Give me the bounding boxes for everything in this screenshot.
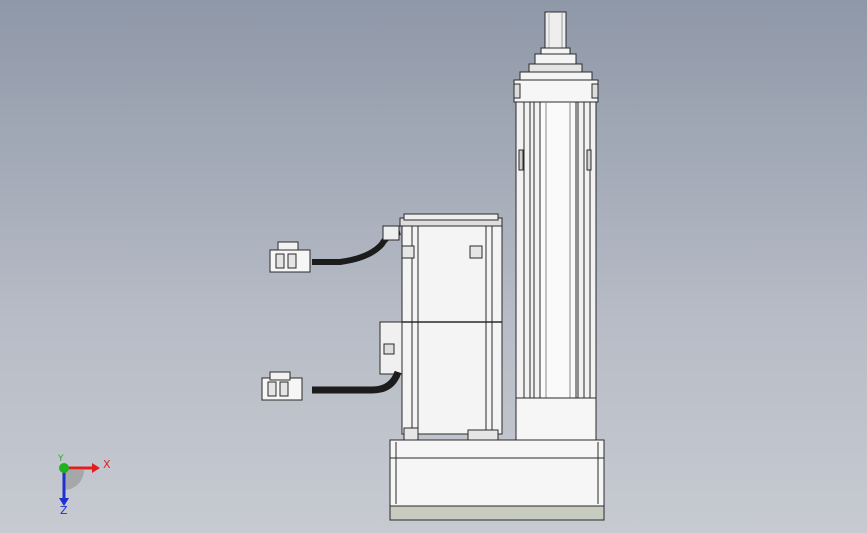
- motor-connector-box[interactable]: [379, 321, 403, 375]
- encoder-cable[interactable]: [269, 225, 401, 273]
- motor-housing[interactable]: [399, 213, 503, 443]
- shaft-end[interactable]: [519, 11, 593, 81]
- x-axis-label: X: [103, 458, 111, 471]
- base-plate[interactable]: [389, 439, 605, 521]
- column-lower-block[interactable]: [515, 397, 597, 443]
- y-axis-label: Y: [58, 454, 64, 464]
- top-cap[interactable]: [513, 79, 599, 103]
- actuator-column[interactable]: [515, 101, 597, 399]
- coordinate-triad: [59, 463, 100, 506]
- z-axis-label: Z: [60, 504, 68, 517]
- power-cable[interactable]: [261, 370, 402, 401]
